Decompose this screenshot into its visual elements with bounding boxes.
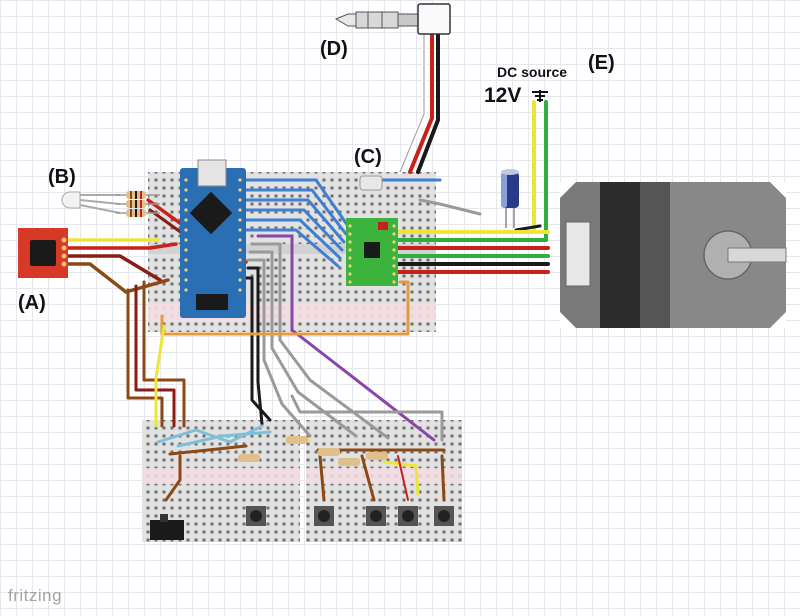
purple-wire — [256, 234, 436, 442]
black-wire-2 — [244, 276, 272, 422]
orange-wire — [160, 280, 410, 336]
dc-wire-green — [396, 100, 548, 242]
arduino-nano-icon — [180, 159, 246, 318]
wires — [62, 27, 550, 502]
cap-wire — [514, 224, 542, 232]
breadboard-bottom-left — [142, 420, 300, 542]
rgb-led-icon — [61, 191, 121, 214]
bottom-wire-brown-3 — [318, 454, 326, 502]
label-d: (D) — [320, 38, 348, 60]
bottom-resistors — [238, 436, 388, 466]
label-e: (E) — [588, 52, 615, 74]
bottom-wire-brown — [168, 444, 248, 456]
label-a: (A) — [18, 292, 46, 314]
black-wire-1 — [246, 266, 264, 426]
dc-wire-yellow — [532, 100, 542, 234]
left-wire-brown-2 — [142, 280, 186, 428]
stepper-driver-icon — [346, 175, 398, 286]
sensor-module-icon — [18, 228, 68, 278]
gray-wire-2 — [248, 250, 358, 438]
fritzing-logo: fritzing — [8, 586, 63, 605]
capacitor-icon — [501, 169, 519, 228]
sensor-wire-darkred — [62, 254, 162, 282]
dc-source-icon — [532, 90, 548, 102]
stepper-motor-icon — [560, 182, 787, 328]
jack-wire-black — [416, 28, 440, 174]
gray-wire-1 — [250, 242, 390, 440]
voltage-label: 12V — [484, 84, 522, 107]
dc-source-label: DC source — [497, 64, 568, 80]
sensor-wire-brown — [62, 262, 170, 294]
slide-switch-icon — [150, 514, 184, 540]
driver-gray-wire — [418, 198, 482, 216]
left-wire-brown — [126, 288, 164, 428]
cyan-wire-2 — [176, 430, 272, 448]
switch-wire — [164, 454, 182, 502]
ctrl-wire-3 — [244, 198, 346, 244]
bottom-wire-yellow-2 — [382, 460, 420, 496]
jack-wire-red — [408, 28, 434, 174]
sensor-wire-red — [62, 242, 178, 250]
bottom-wire-brown-4 — [360, 454, 376, 502]
label-b: (B) — [48, 166, 76, 188]
resistor-icon — [116, 191, 160, 217]
audio-jack-icon — [334, 3, 451, 35]
ctrl-wire-6 — [244, 228, 340, 268]
label-c: (C) — [354, 146, 382, 168]
jack-wire-white-outline — [399, 29, 425, 173]
bottom-wire-red — [397, 455, 409, 501]
push-button-icon — [246, 506, 454, 526]
ctrl-wire-1 — [244, 178, 350, 228]
bottom-wire-brown-5 — [440, 454, 446, 502]
gray-wire-4 — [290, 394, 444, 442]
ctrl-wire-2 — [244, 188, 348, 236]
ctrl-wire-4 — [244, 208, 344, 252]
ctrl-wire-5 — [244, 218, 342, 260]
left-wire-yellow — [154, 324, 166, 428]
gray-wire-3 — [246, 258, 312, 438]
